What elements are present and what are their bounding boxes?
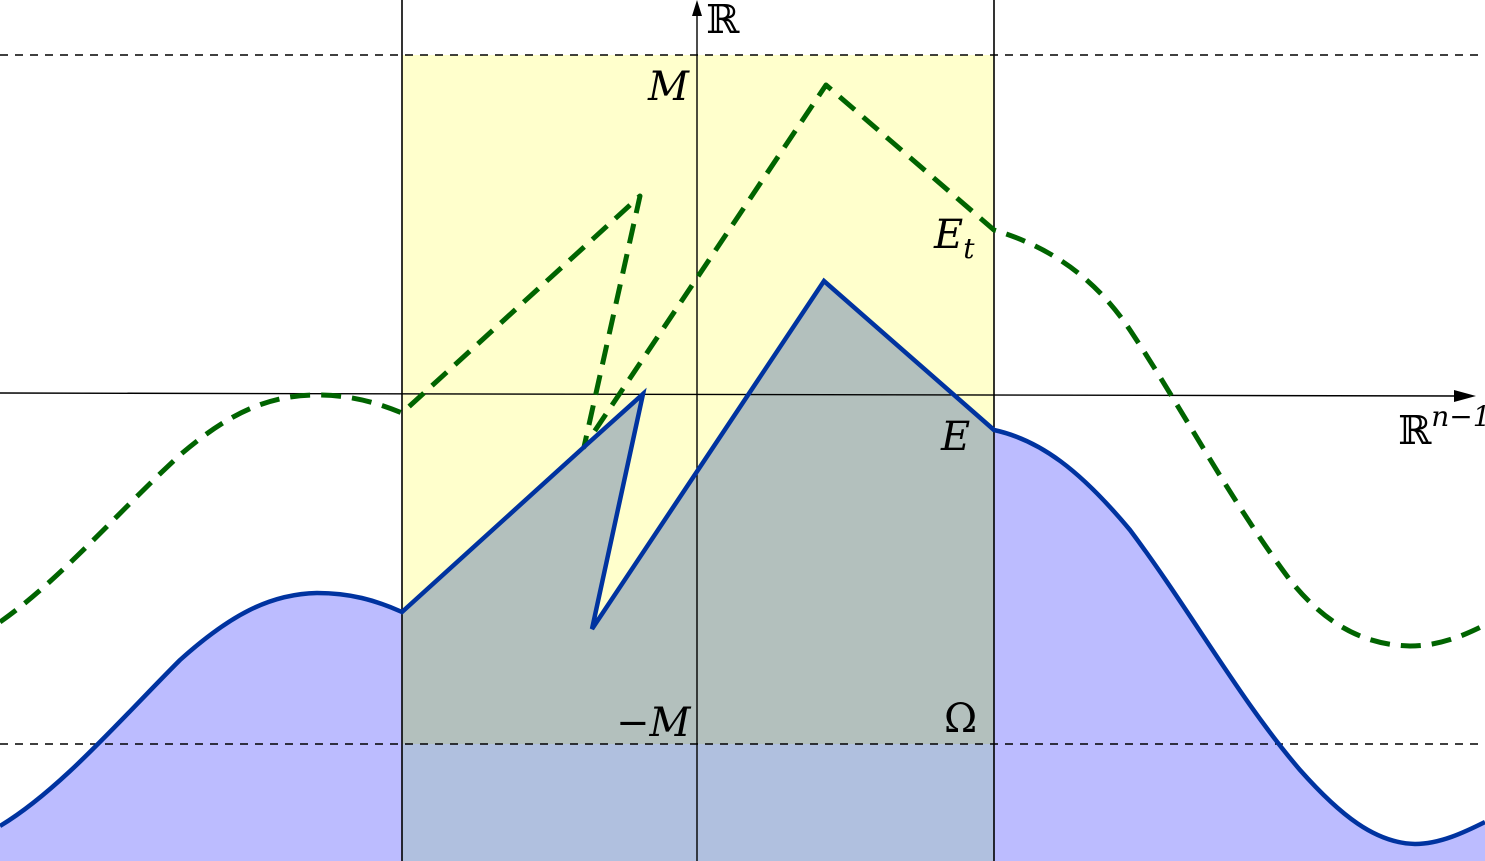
upper-bound-label: M (647, 64, 690, 110)
boundary-curve (0, 277, 1485, 847)
x-axis-label: ℝn−1 (1398, 400, 1485, 454)
region-inside-strip (402, 281, 994, 861)
x-axis-arrowhead (1454, 390, 1476, 402)
region-inside-strip-below-bound (402, 744, 994, 861)
translated-set-label-sub: t (963, 232, 975, 265)
translated-set-label-base: E (933, 212, 963, 258)
region-right (994, 430, 1485, 861)
y-axis-arrowhead (692, 0, 702, 16)
x-axis-label-base: ℝ (1398, 408, 1432, 454)
x-axis (0, 392, 1459, 397)
y-axis-label: ℝ (706, 0, 740, 43)
lower-bound-label: −M (616, 700, 692, 746)
translated-set-label: Et (933, 212, 975, 265)
region-left (0, 593, 402, 861)
translated-boundary-curve (0, 82, 1485, 649)
domain-label: Ω (944, 696, 977, 742)
x-axis-label-sup: n−1 (1431, 400, 1485, 433)
set-label: E (940, 414, 970, 460)
